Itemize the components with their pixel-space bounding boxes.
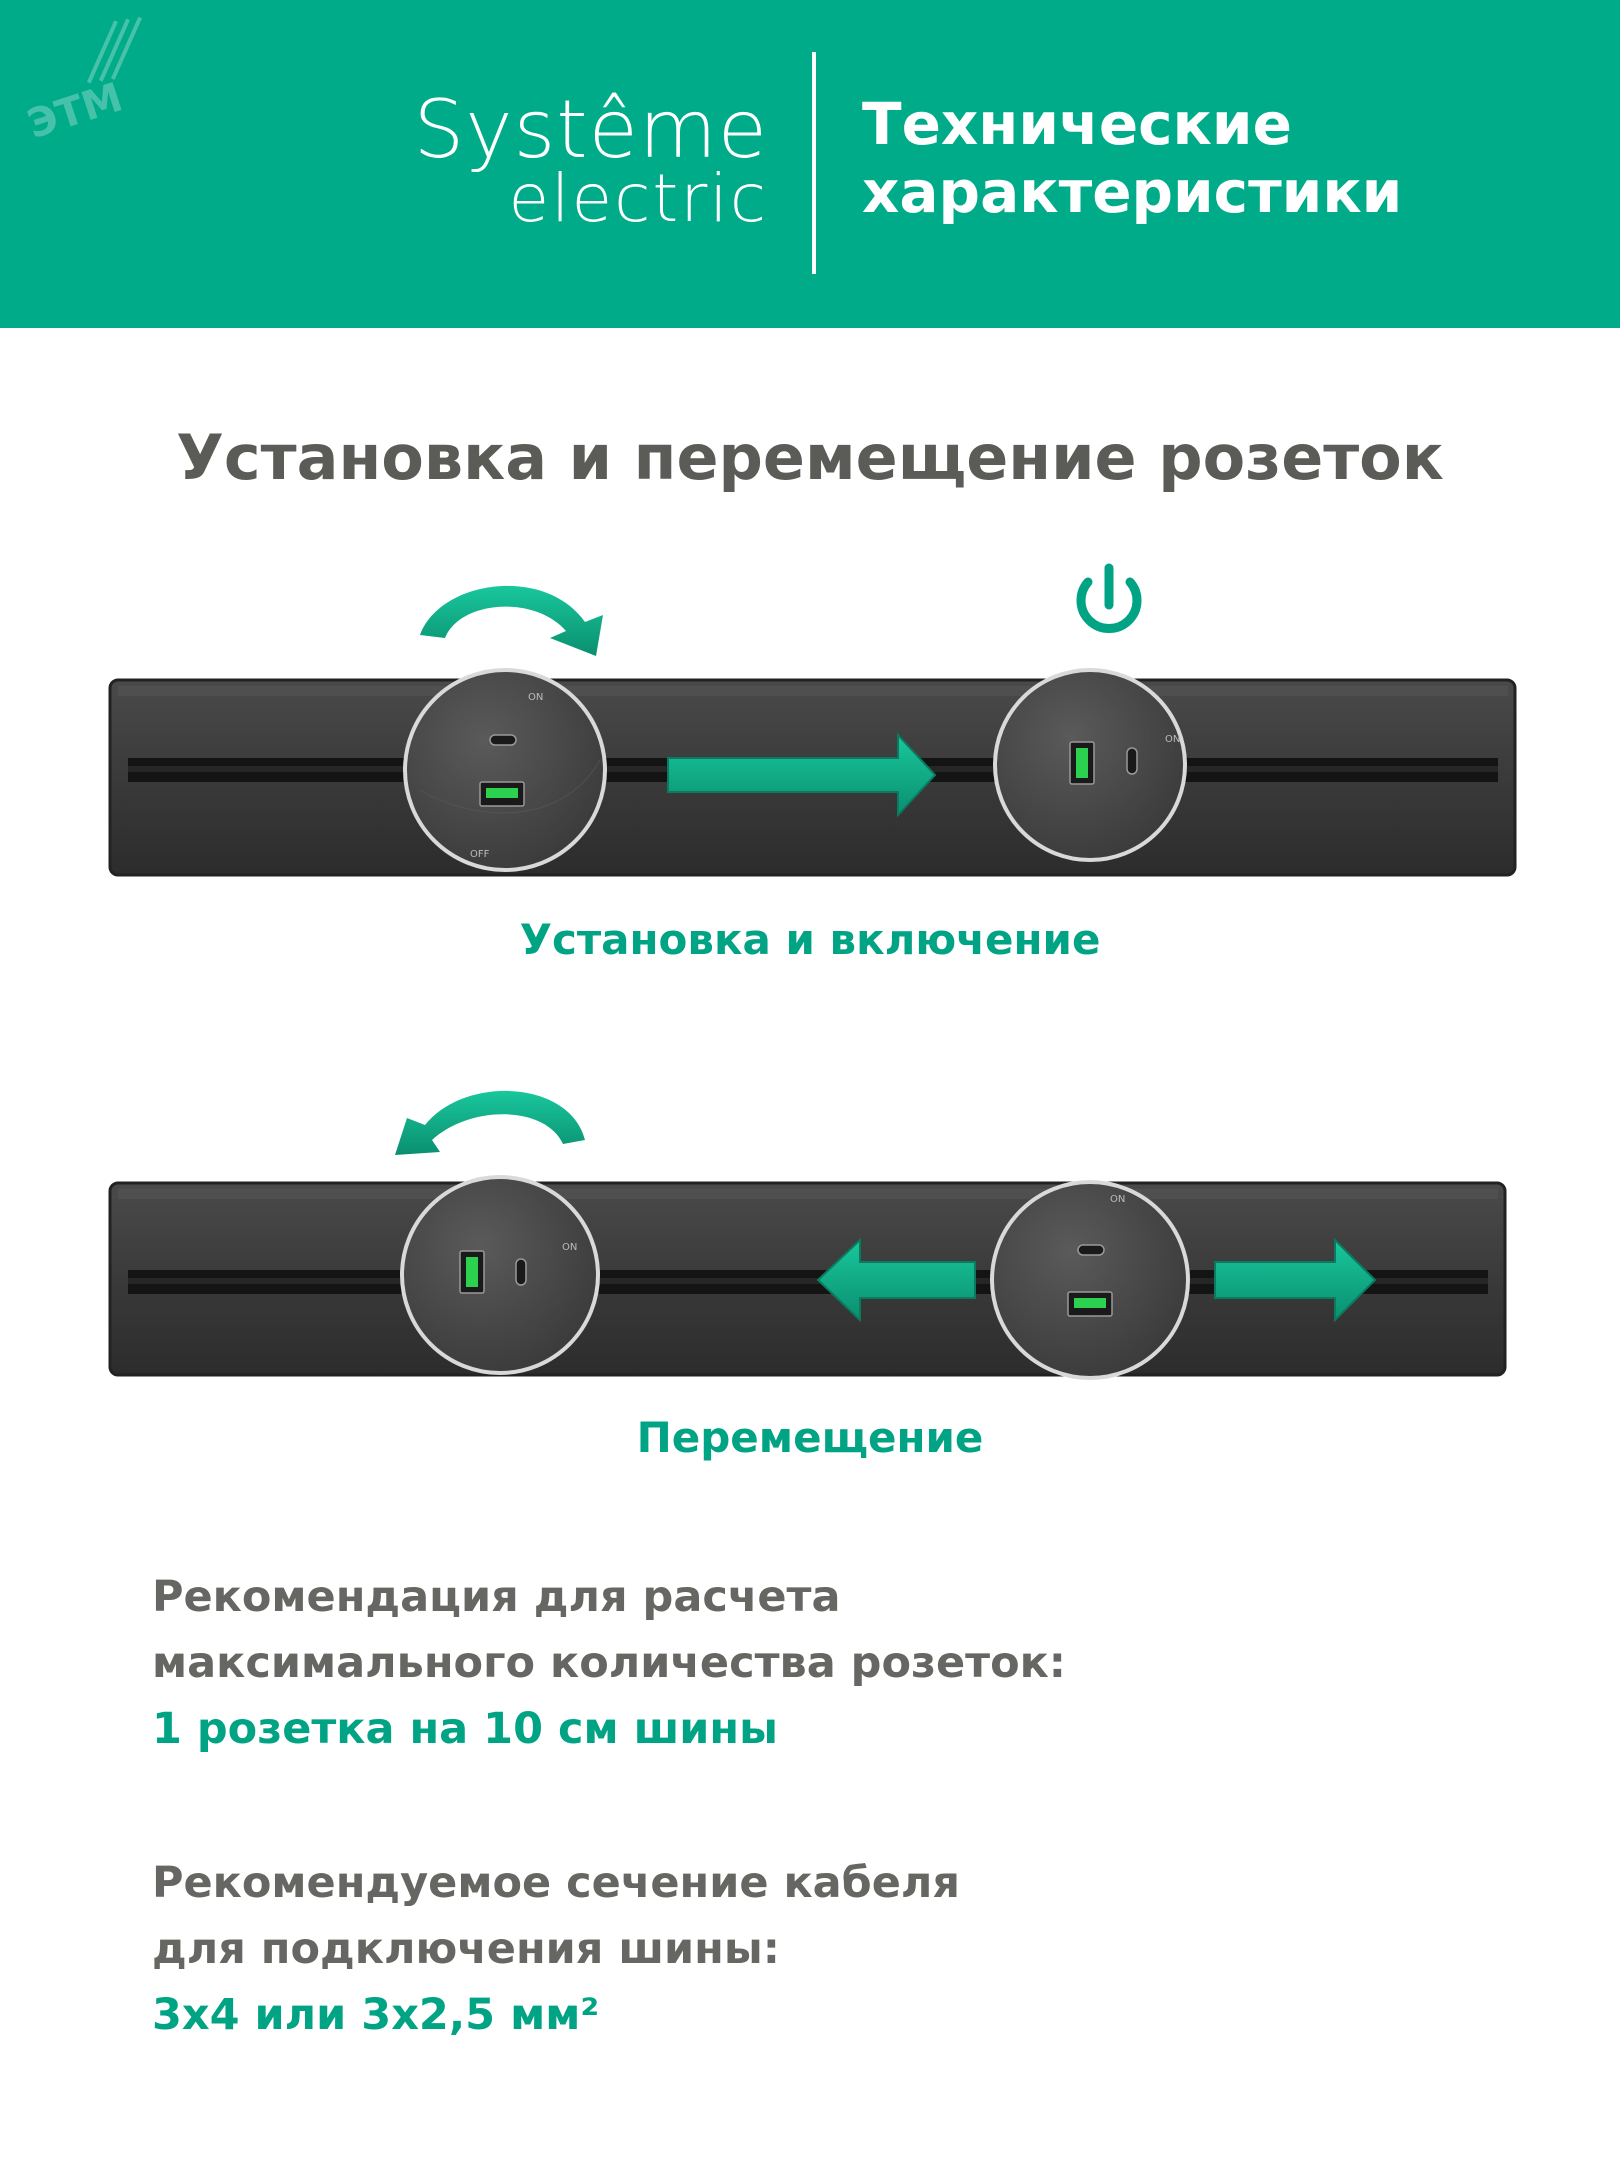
usb-c-port-icon — [489, 734, 517, 746]
svg-text:ON: ON — [562, 1242, 577, 1253]
logo-line-2: electric — [508, 160, 768, 237]
recommendation-cable-line-1: Рекомендуемое сечение кабеля — [152, 1858, 960, 1908]
recommendation-cable: Рекомендуемое сечение кабеля для подключ… — [152, 1850, 1452, 2048]
header-divider — [812, 52, 816, 274]
slide-left-arrow-icon — [816, 1237, 976, 1323]
install-diagram: ON OFF ON — [108, 563, 1517, 877]
socket-disc: ON — [993, 668, 1187, 862]
etm-watermark: ЭТМ — [4, 0, 203, 161]
socket-disc: ON — [400, 1175, 600, 1375]
logo-line-1: Systême — [413, 83, 768, 176]
usb-c-port-icon — [1077, 1244, 1105, 1256]
recommendation-sockets-value: 1 розетка на 10 см шины — [152, 1704, 778, 1754]
socket-disc: ON — [990, 1180, 1190, 1380]
usb-c-port-icon — [1126, 747, 1138, 775]
svg-text:ON: ON — [1110, 1194, 1125, 1205]
recommendation-sockets-line-1: Рекомендация для расчета — [152, 1572, 841, 1622]
header-title-line-2: характеристики — [862, 158, 1403, 226]
header-title-line-1: Технические — [862, 90, 1292, 158]
move-diagram: ON ON — [108, 1090, 1507, 1380]
recommendation-cable-line-2: для подключения шины: — [152, 1924, 780, 1974]
socket-disc: ON OFF — [403, 668, 607, 872]
caption-move: Перемещение — [636, 1413, 984, 1462]
slide-right-arrow-icon — [1214, 1237, 1377, 1323]
rotate-clockwise-arrow-icon — [420, 585, 603, 656]
slide-right-arrow-icon — [667, 732, 937, 818]
section-title: Установка и перемещение розеток — [176, 421, 1444, 494]
recommendation-sockets-line-2: максимального количества розеток: — [152, 1638, 1067, 1688]
svg-text:ON: ON — [528, 692, 543, 703]
recommendation-cable-value: 3х4 или 3х2,5 мм² — [152, 1990, 600, 2040]
svg-text:OFF: OFF — [470, 849, 490, 860]
watermark-text: ЭТМ — [22, 74, 129, 149]
power-icon — [1076, 563, 1142, 634]
recommendation-sockets: Рекомендация для расчета максимального к… — [152, 1564, 1452, 1762]
header-title: Технические характеристики — [862, 90, 1562, 226]
caption-install: Установка и включение — [519, 915, 1101, 964]
header-banner: ЭТМ Systême electric Технические характе… — [0, 0, 1620, 328]
rotate-counterclockwise-arrow-icon — [395, 1090, 585, 1155]
systeme-electric-logo: Systême electric — [318, 88, 768, 238]
usb-c-port-icon — [515, 1258, 527, 1286]
svg-text:ON: ON — [1165, 734, 1180, 745]
